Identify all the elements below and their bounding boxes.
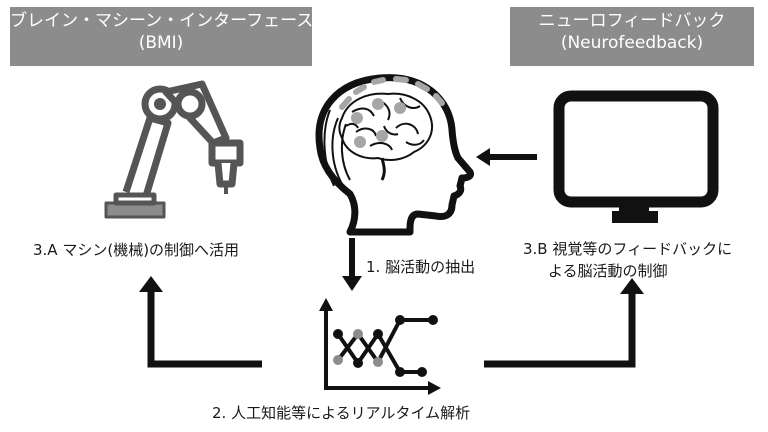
neurofeedback-description-line1: 3.B 視覚等のフィードバックに — [523, 240, 733, 258]
robot-arm-icon — [104, 80, 244, 219]
arrow-to-neurofeedback — [484, 278, 644, 368]
bmi-description: 3.A マシン(機械)の制御へ活用 — [33, 241, 240, 259]
head-brain-eeg-icon — [315, 74, 474, 236]
bmi-title-line2: (BMI) — [138, 33, 184, 53]
arrow-monitor-to-head — [476, 148, 537, 166]
monitor-icon — [553, 90, 719, 223]
neurofeedback-title-line1: ニューロフィードバック — [538, 11, 726, 31]
arrow-extract-down — [342, 238, 362, 291]
neurofeedback-title-box: ニューロフィードバック (Neurofeedback) — [510, 7, 754, 66]
arrow-to-bmi — [139, 276, 262, 368]
line-chart-icon — [319, 298, 441, 395]
neurofeedback-title-line2: (Neurofeedback) — [560, 33, 704, 53]
step-analysis-label: 2. 人工知能等によるリアルタイム解析 — [212, 404, 471, 422]
step-extract-label: 1. 脳活動の抽出 — [366, 258, 476, 276]
bmi-title-line1: ブレイン・マシーン・インターフェース — [10, 11, 314, 31]
bmi-title-box: ブレイン・マシーン・インターフェース (BMI) — [10, 7, 314, 66]
neurofeedback-description-line2: よる脳活動の制御 — [548, 262, 668, 280]
